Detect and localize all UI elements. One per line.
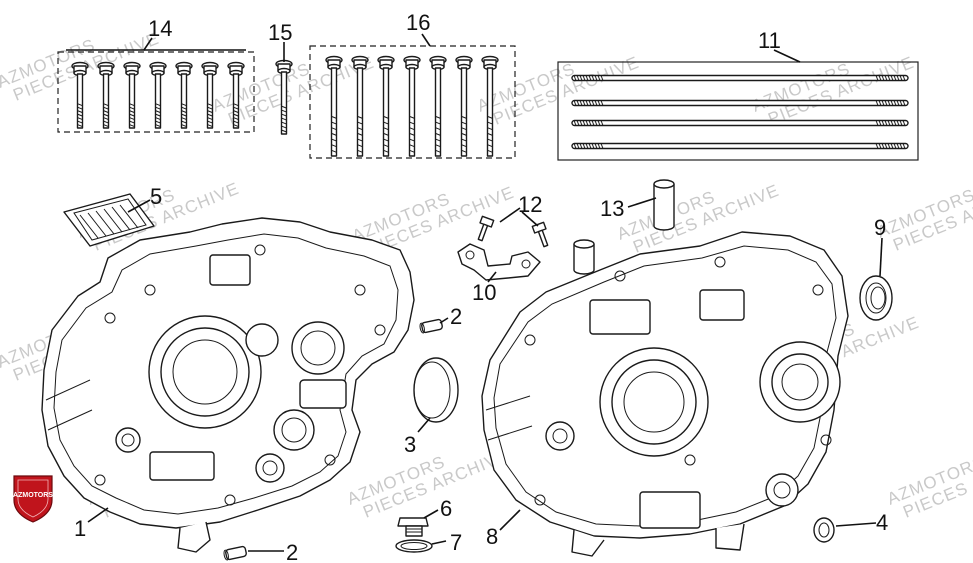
screws-12[interactable] xyxy=(475,215,552,248)
bolt-set-14-frame xyxy=(57,51,255,133)
callout-14: 14 xyxy=(148,16,172,41)
bolt-14 xyxy=(123,61,141,129)
filter-screen-5[interactable] xyxy=(63,193,155,247)
stud-set-11-frame xyxy=(557,61,919,161)
callout-4: 4 xyxy=(876,510,888,535)
bolt-15[interactable] xyxy=(275,59,293,135)
callout-2-upper: 2 xyxy=(450,304,462,329)
seal-4[interactable] xyxy=(813,517,835,543)
bolt-14 xyxy=(71,61,89,129)
callout-6: 6 xyxy=(440,496,452,521)
callout-13: 13 xyxy=(600,196,624,221)
logo-text: AZMOTORS xyxy=(13,492,53,499)
stud-rod-11 xyxy=(571,74,909,82)
bolt-15-body xyxy=(275,59,293,135)
stud-rod-11 xyxy=(571,119,909,127)
leader-lines xyxy=(66,33,883,552)
bolt-set-14-bolts xyxy=(71,61,245,129)
callout-8: 8 xyxy=(486,524,498,549)
stud-rod-11 xyxy=(571,142,909,150)
drain-plug-6[interactable] xyxy=(397,517,429,537)
callout-7: 7 xyxy=(450,530,462,555)
callout-10: 10 xyxy=(472,280,496,305)
azmotors-logo: AZMOTORS xyxy=(13,475,53,523)
oil-seal-9[interactable] xyxy=(859,275,893,321)
bolt-set-14[interactable] xyxy=(57,51,255,133)
callout-11: 11 xyxy=(758,28,781,53)
bolt-16 xyxy=(429,55,447,157)
stud-set-11-rods xyxy=(571,74,909,150)
bolt-14 xyxy=(97,61,115,129)
bracket-10[interactable] xyxy=(457,243,541,281)
bolt-16 xyxy=(455,55,473,157)
ring-3[interactable] xyxy=(413,357,459,423)
callout-12: 12 xyxy=(518,192,542,217)
callout-1: 1 xyxy=(74,516,86,541)
bolt-set-16[interactable] xyxy=(309,45,516,159)
bolt-16 xyxy=(377,55,395,157)
logo-shield-icon xyxy=(13,475,53,523)
callout-3: 3 xyxy=(404,432,416,457)
dowel-pin-2-lower[interactable] xyxy=(223,545,247,561)
stud-rod-11 xyxy=(571,99,909,107)
bolt-16 xyxy=(481,55,499,157)
callout-16: 16 xyxy=(406,10,430,35)
bolt-set-16-bolts xyxy=(325,55,499,157)
bolt-16 xyxy=(351,55,369,157)
bolt-14 xyxy=(149,61,167,129)
bolt-set-16-frame xyxy=(309,45,516,159)
bolt-16 xyxy=(403,55,421,157)
bolt-16 xyxy=(325,55,343,157)
bolt-14 xyxy=(175,61,193,129)
right-crankcase-8[interactable] xyxy=(481,231,849,557)
left-crankcase-1[interactable] xyxy=(41,217,415,553)
callout-15: 15 xyxy=(268,20,292,45)
callout-2-lower: 2 xyxy=(286,540,298,563)
dowel-pin-2-upper[interactable] xyxy=(419,318,443,334)
bolt-14 xyxy=(227,61,245,129)
callout-9: 9 xyxy=(874,215,886,240)
dowel-sleeves-13[interactable] xyxy=(573,179,675,275)
callout-5: 5 xyxy=(150,184,162,209)
o-ring-7[interactable] xyxy=(395,539,433,553)
bolt-14 xyxy=(201,61,219,129)
callout-numbers: 14 15 16 11 5 12 13 9 10 2 3 1 2 6 7 8 4 xyxy=(74,10,888,563)
stud-set-11[interactable] xyxy=(557,61,919,161)
